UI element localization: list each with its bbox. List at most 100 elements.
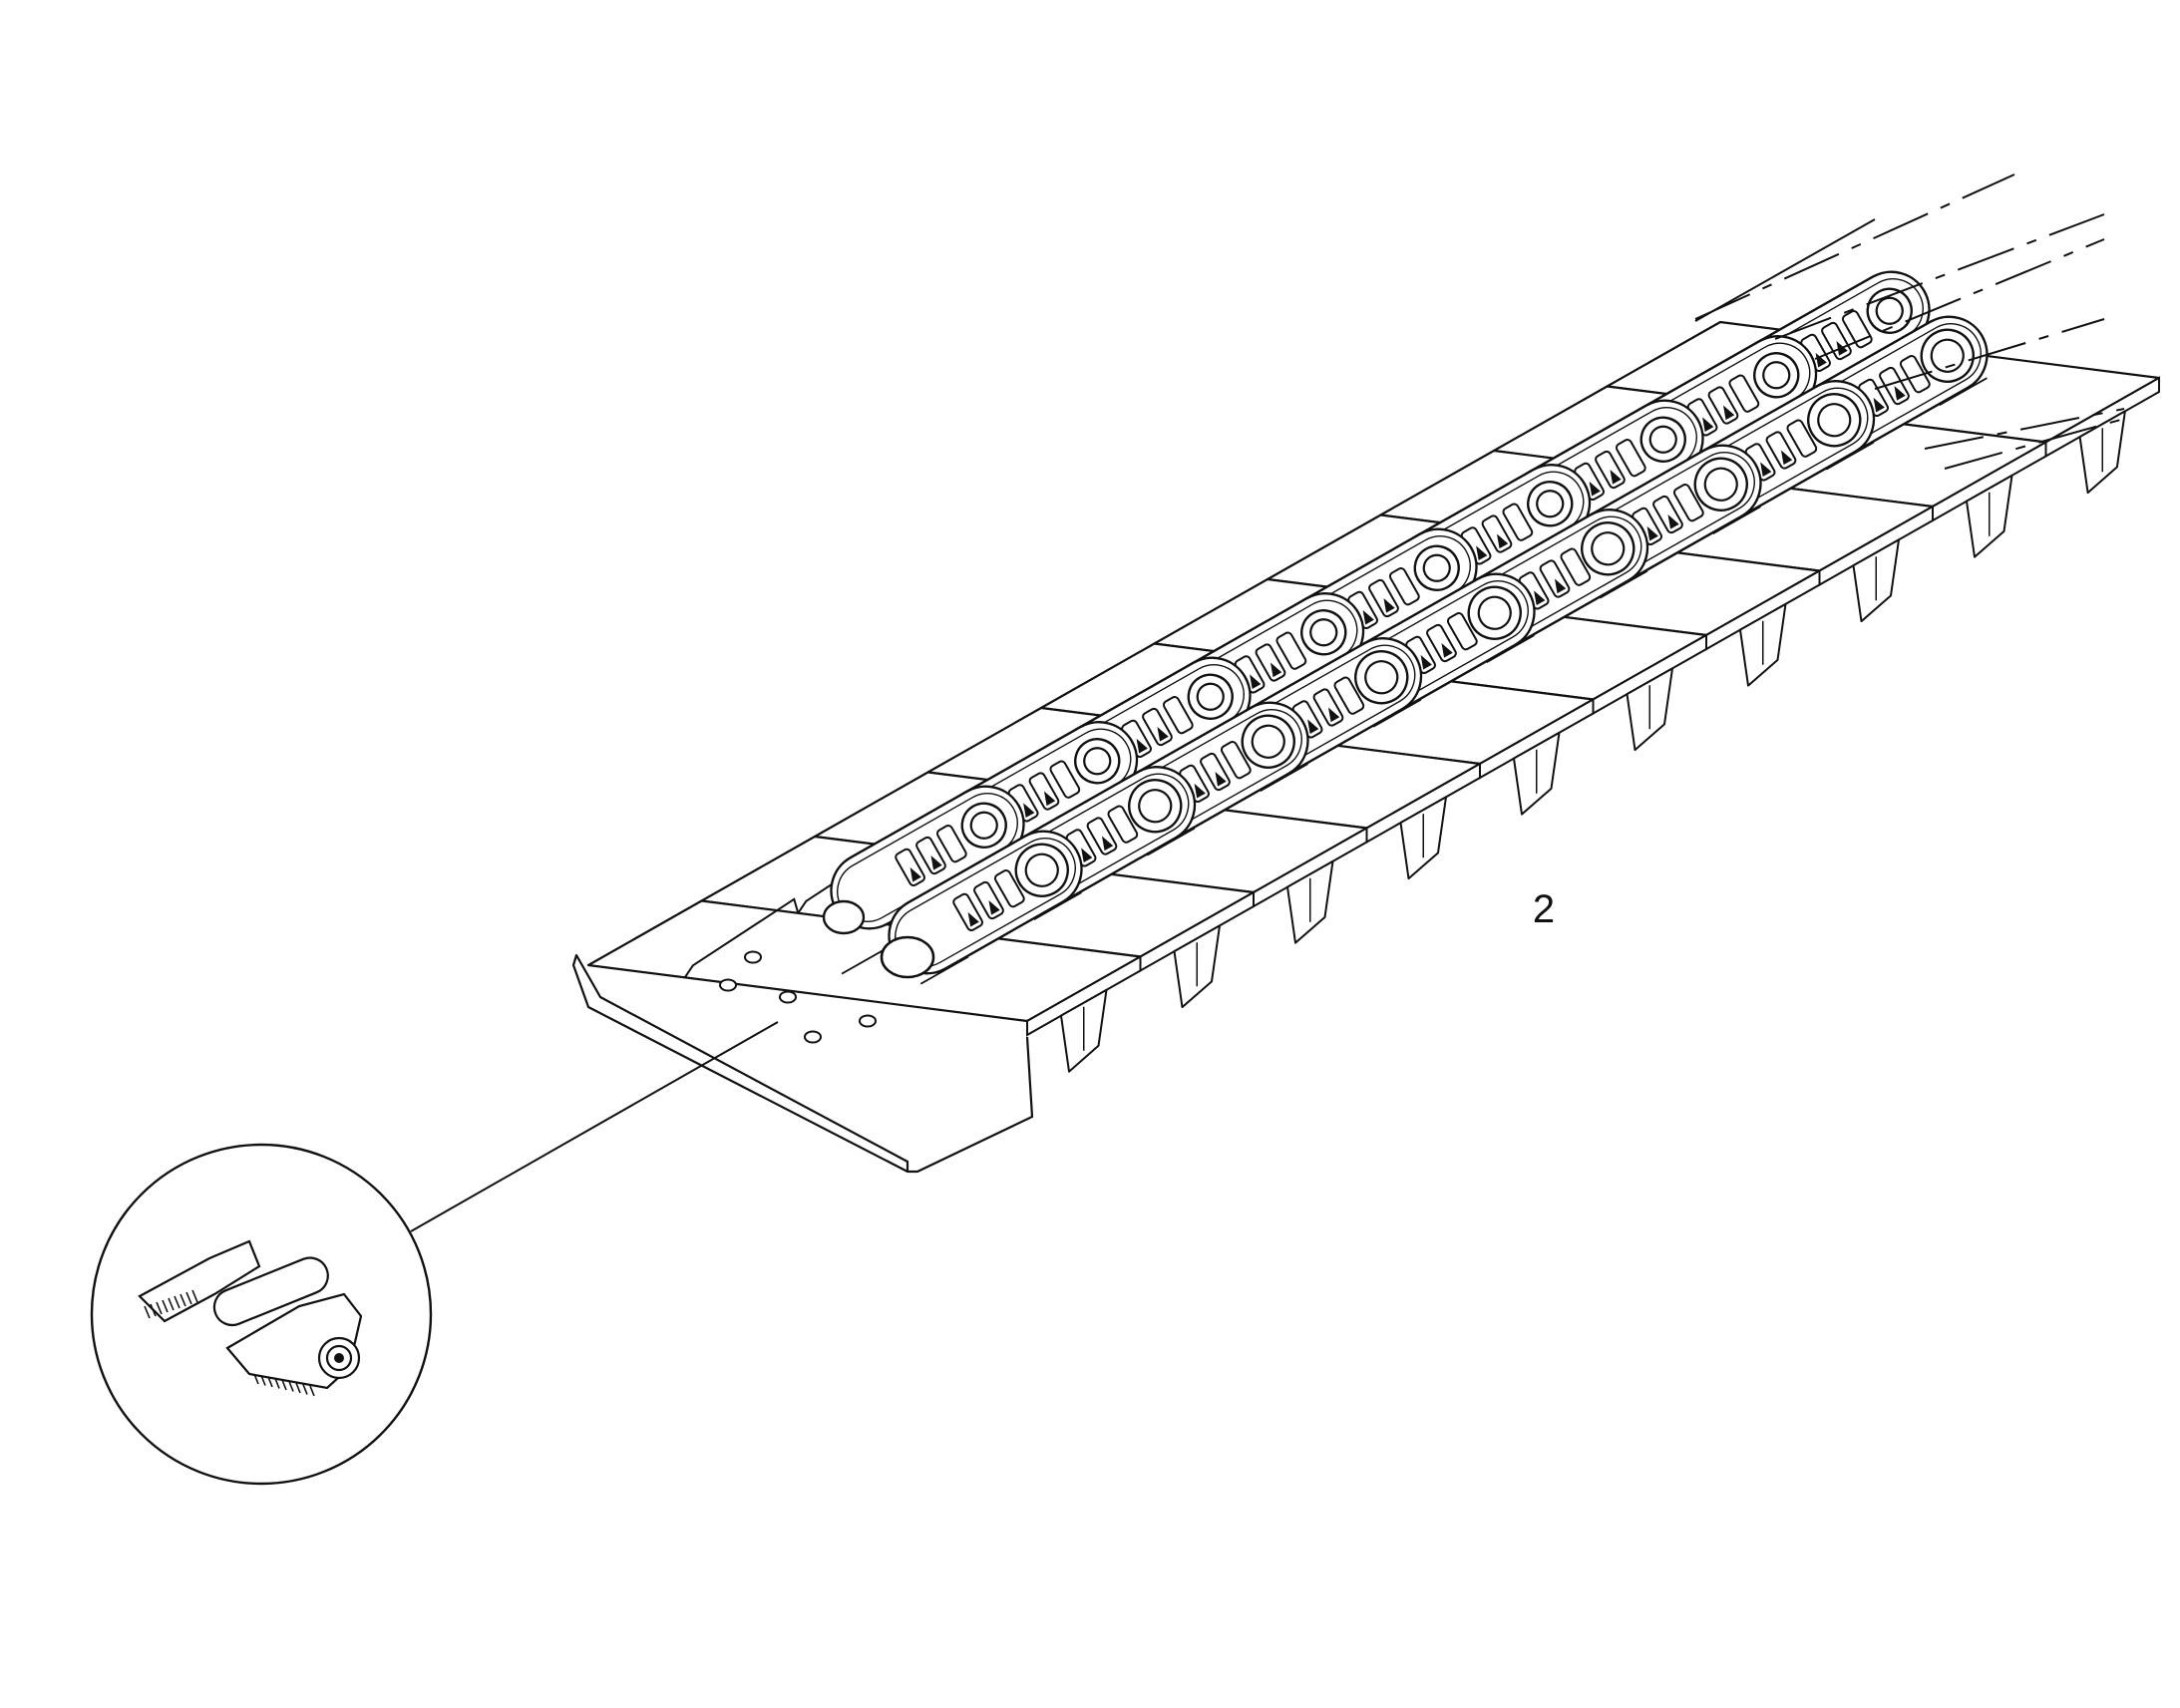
detail-serration [174, 1295, 181, 1309]
track-pin [1477, 595, 1512, 630]
track-pin [1648, 425, 1677, 454]
center-line [1694, 173, 2015, 320]
detail-serration [162, 1299, 169, 1313]
chain-link-window-shade [1667, 514, 1679, 529]
detail-serration [168, 1297, 175, 1311]
center-line [1944, 418, 2125, 470]
chain-link-window-shade [1702, 417, 1714, 433]
chain-link-window-shade [1157, 727, 1169, 742]
leader-line [410, 1021, 779, 1232]
detail-serration [150, 1303, 157, 1317]
chain-link-window [1275, 631, 1307, 670]
detail-serration [156, 1301, 163, 1315]
track-shoe [586, 897, 1142, 1073]
chain-link-front [1793, 315, 1989, 461]
detail-serration [309, 1385, 315, 1397]
chain-end-eye-back [822, 899, 866, 935]
chain-link-window-shade [1194, 783, 1206, 799]
chain-link-window-shade [1589, 481, 1601, 497]
chain-link-window-shade [1760, 462, 1772, 478]
leader-line-segment [410, 1021, 779, 1232]
detail-pin-center [334, 1353, 344, 1363]
chain-link-body [1793, 315, 1989, 461]
chain-link-window [1615, 439, 1646, 478]
chain-link-window-shade [1023, 803, 1035, 819]
shoe-end-edge [908, 1036, 1034, 1174]
detail-serration [267, 1376, 273, 1388]
track-pin [1251, 724, 1285, 759]
bolt-hole [859, 1014, 877, 1028]
chain-link-window [1162, 696, 1194, 735]
chain-link-window [1388, 567, 1420, 606]
chain-link-window [1728, 374, 1760, 413]
track-pin [1024, 853, 1059, 887]
chain-link-window [935, 825, 967, 863]
detail-view [90, 1143, 433, 1486]
chain-link-window-shade [1534, 590, 1546, 606]
chain-link-window-shade [1327, 707, 1340, 723]
chain-link-window-shade [1610, 470, 1622, 485]
chain-link-window-shade [1476, 545, 1488, 561]
chain-link-window-shade [1362, 609, 1374, 625]
track-pin [1762, 361, 1791, 390]
detail-pin-body [212, 1256, 329, 1327]
bolt-hole [744, 950, 762, 964]
bolt-hole [779, 990, 797, 1004]
chain-link-window [1560, 547, 1592, 586]
track-pin [969, 811, 998, 840]
chain-link-window-shade [930, 855, 942, 870]
track-pin [1930, 338, 1965, 373]
track-chain [822, 270, 1989, 979]
chain-link-window [1220, 741, 1252, 780]
chain-link-window-shade [1215, 772, 1227, 787]
detail-serration [180, 1293, 186, 1307]
chain-link-window-shade [1894, 386, 1906, 401]
shoe-strip-far-edge [1694, 218, 1876, 322]
shoe-grouser [683, 897, 800, 978]
chain-link-window-shade [1646, 525, 1658, 541]
chain-link-window-shade [1383, 598, 1395, 613]
center-lines [1694, 173, 2125, 470]
chain-link-window-shade [1043, 791, 1056, 807]
chain-link-window-shade [1420, 654, 1432, 670]
chain-link-window [1333, 676, 1365, 715]
chain-link-window-shade [1250, 674, 1262, 690]
chain-link-window-shade [1554, 578, 1567, 594]
track-pin [1875, 296, 1904, 325]
detail-serration [295, 1382, 301, 1394]
chain-link-window [1107, 805, 1139, 844]
detail-serration [302, 1384, 308, 1395]
chain-link-window [1672, 484, 1704, 522]
center-line [1924, 408, 2125, 450]
chain-link-window [993, 869, 1025, 908]
chain-link-window-shade [1307, 719, 1319, 735]
track-pin [1196, 682, 1225, 711]
chain-link-window [1049, 760, 1081, 799]
detail-serration [144, 1305, 151, 1319]
chain-link-window-shade [1780, 450, 1793, 466]
chain-link-window [1502, 503, 1534, 541]
track-pin [1364, 660, 1399, 695]
center-line [1874, 318, 2105, 390]
track-pin [1591, 531, 1626, 566]
detail-serration [288, 1381, 294, 1392]
chain-link-window-shade [1873, 397, 1885, 413]
chain-link-window-shade [988, 900, 1000, 915]
chain-link-window-shade [1496, 533, 1509, 549]
detail-serration [274, 1378, 280, 1389]
bolt-hole [804, 1030, 822, 1044]
chain-link-window [1786, 419, 1818, 458]
center-line [1774, 213, 2105, 340]
center-line [1814, 238, 2105, 360]
chain-link-window-shade [1441, 643, 1453, 658]
track-pin [1703, 467, 1738, 502]
track-pin [1536, 490, 1565, 518]
track-pin [1138, 789, 1173, 824]
detail-serration [191, 1289, 198, 1303]
shoe-front-edge [1026, 954, 1142, 1037]
detail-serration [281, 1379, 287, 1391]
bolt-hole [719, 978, 737, 992]
track-pin [1422, 553, 1451, 582]
track-pin [1817, 403, 1852, 438]
